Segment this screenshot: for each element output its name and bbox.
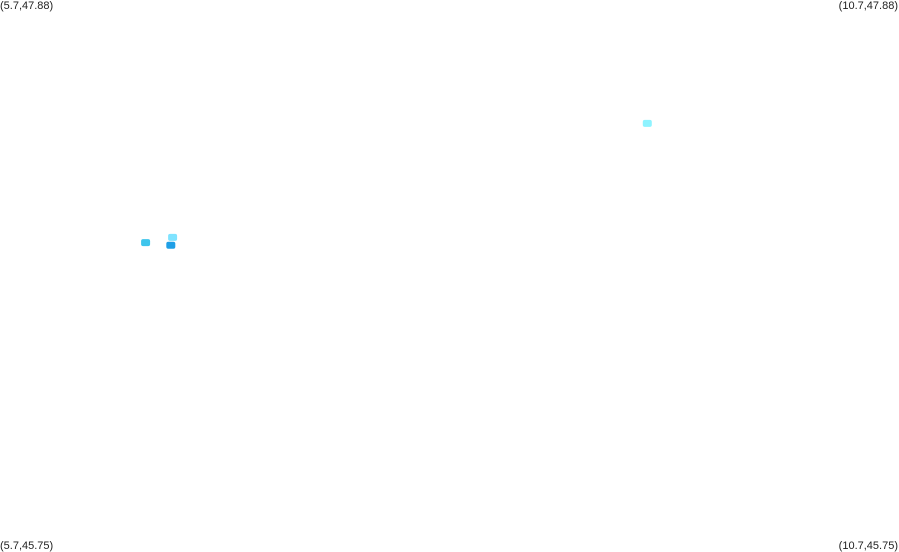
corner-label-bottom-left: (5.7,45.75) [0,540,54,552]
corner-label-top-left: (5.7,47.88) [0,0,54,12]
corner-label-bottom-right: (10.7,45.75) [838,540,898,552]
corner-label-top-right: (10.7,47.88) [838,0,898,12]
feature-2[interactable] [168,233,178,241]
feature-4[interactable] [642,119,652,127]
feature-3[interactable] [166,241,176,249]
feature-1[interactable] [141,239,151,247]
